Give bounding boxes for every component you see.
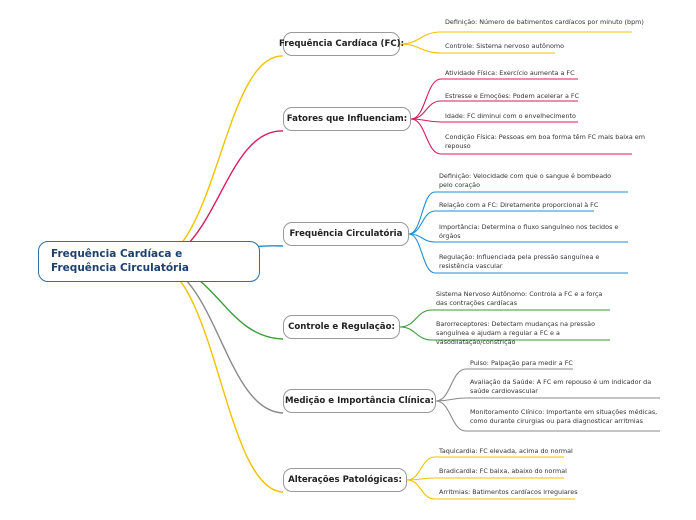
topic-medicao-e-importancia-clinica[interactable]: Medição e Importância Clínica:: [283, 389, 436, 413]
connector-topic-5-leaf-2: [406, 479, 575, 500]
connector-topic-2-leaf-2: [408, 233, 628, 243]
leaf-controle-barorreceptores[interactable]: Barorreceptores: Detectam mudanças na pr…: [436, 320, 596, 346]
leaf-fatores-atividade-fisica[interactable]: Atividade Física: Exercício aumenta a FC: [445, 69, 575, 77]
connector-topic-2-leaf-1: [408, 210, 594, 235]
leaf-medicao-monitoramento[interactable]: Monitoramento Clínico: Importante em sit…: [470, 408, 658, 425]
connector-topic-3-leaf-0: [399, 309, 610, 328]
connector-topic-4-leaf-0: [435, 368, 573, 402]
connector-topic-0-leaf-1: [399, 43, 555, 54]
leaf-circ-regulacao[interactable]: Regulação: Influenciada pela pressão san…: [439, 253, 600, 270]
leaf-controle-sna[interactable]: Sistema Nervoso Autônomo: Controla a FC …: [436, 290, 603, 307]
connector-topic-5-leaf-1: [406, 477, 564, 481]
connector-root-to-topic-0: [149, 55, 284, 263]
topic-frequencia-cardiaca[interactable]: Frequência Cardíaca (FC):: [279, 32, 404, 56]
connector-topic-0-leaf-0: [399, 31, 632, 45]
leaf-fatores-estresse[interactable]: Estresse e Emoções: Podem acelerar a FC: [445, 92, 580, 100]
connector-topic-5-leaf-0: [406, 456, 564, 481]
connector-topic-3-leaf-1: [399, 326, 610, 341]
leaf-fatores-condicao-fisica[interactable]: Condição Física: Pessoas em boa forma tê…: [445, 133, 645, 150]
leaf-circ-definicao[interactable]: Definição: Velocidade com que o sangue é…: [439, 172, 612, 189]
connector-topic-2-leaf-0: [408, 191, 628, 235]
connector-topic-4-leaf-1: [435, 397, 660, 402]
topic-frequencia-circulatoria[interactable]: Frequência Circulatória: [283, 222, 409, 246]
leaf-alter-arritmias[interactable]: Arritmias: Batimentos cardíacos irregula…: [439, 488, 578, 496]
central-topic[interactable]: Frequência Cardíaca e Frequência Circula…: [38, 241, 260, 282]
leaf-circ-importancia[interactable]: Importância: Determina o fluxo sanguíneo…: [439, 223, 619, 240]
connector-topic-1-leaf-2: [410, 118, 578, 123]
leaf-alter-taquicardia[interactable]: Taquicardia: FC elevada, acima do normal: [439, 447, 573, 455]
leaf-medicao-avaliacao[interactable]: Avaliação da Saúde: A FC em repouso é um…: [470, 378, 652, 395]
topic-alteracoes-patologicas[interactable]: Alterações Patológicas:: [283, 468, 407, 492]
leaf-circ-relacao[interactable]: Relação com a FC: Diretamente proporcion…: [439, 201, 599, 209]
connector-root-to-topic-4: [149, 261, 284, 414]
connector-topic-1-leaf-1: [410, 100, 578, 120]
connector-topic-1-leaf-0: [410, 78, 578, 120]
topic-controle-e-regulacao[interactable]: Controle e Regulação:: [283, 315, 400, 339]
leaf-medicao-pulso[interactable]: Pulso: Palpação para medir a FC: [470, 359, 573, 367]
connector-topic-2-leaf-3: [408, 233, 628, 274]
leaf-fc-definicao[interactable]: Definição: Número de batimentos cardíaco…: [445, 18, 644, 26]
leaf-alter-bradicardia[interactable]: Bradicardia: FC baixa, abaixo do normal: [439, 467, 567, 475]
leaf-fc-controle[interactable]: Controle: Sistema nervoso autônomo: [445, 42, 565, 50]
topic-fatores-que-influenciam[interactable]: Fatores que Influenciam:: [283, 107, 411, 131]
connector-topic-4-leaf-2: [435, 400, 660, 432]
connector-topic-1-leaf-3: [410, 118, 632, 155]
leaf-fatores-idade[interactable]: Idade: FC diminui com o envelhecimento: [445, 112, 576, 120]
